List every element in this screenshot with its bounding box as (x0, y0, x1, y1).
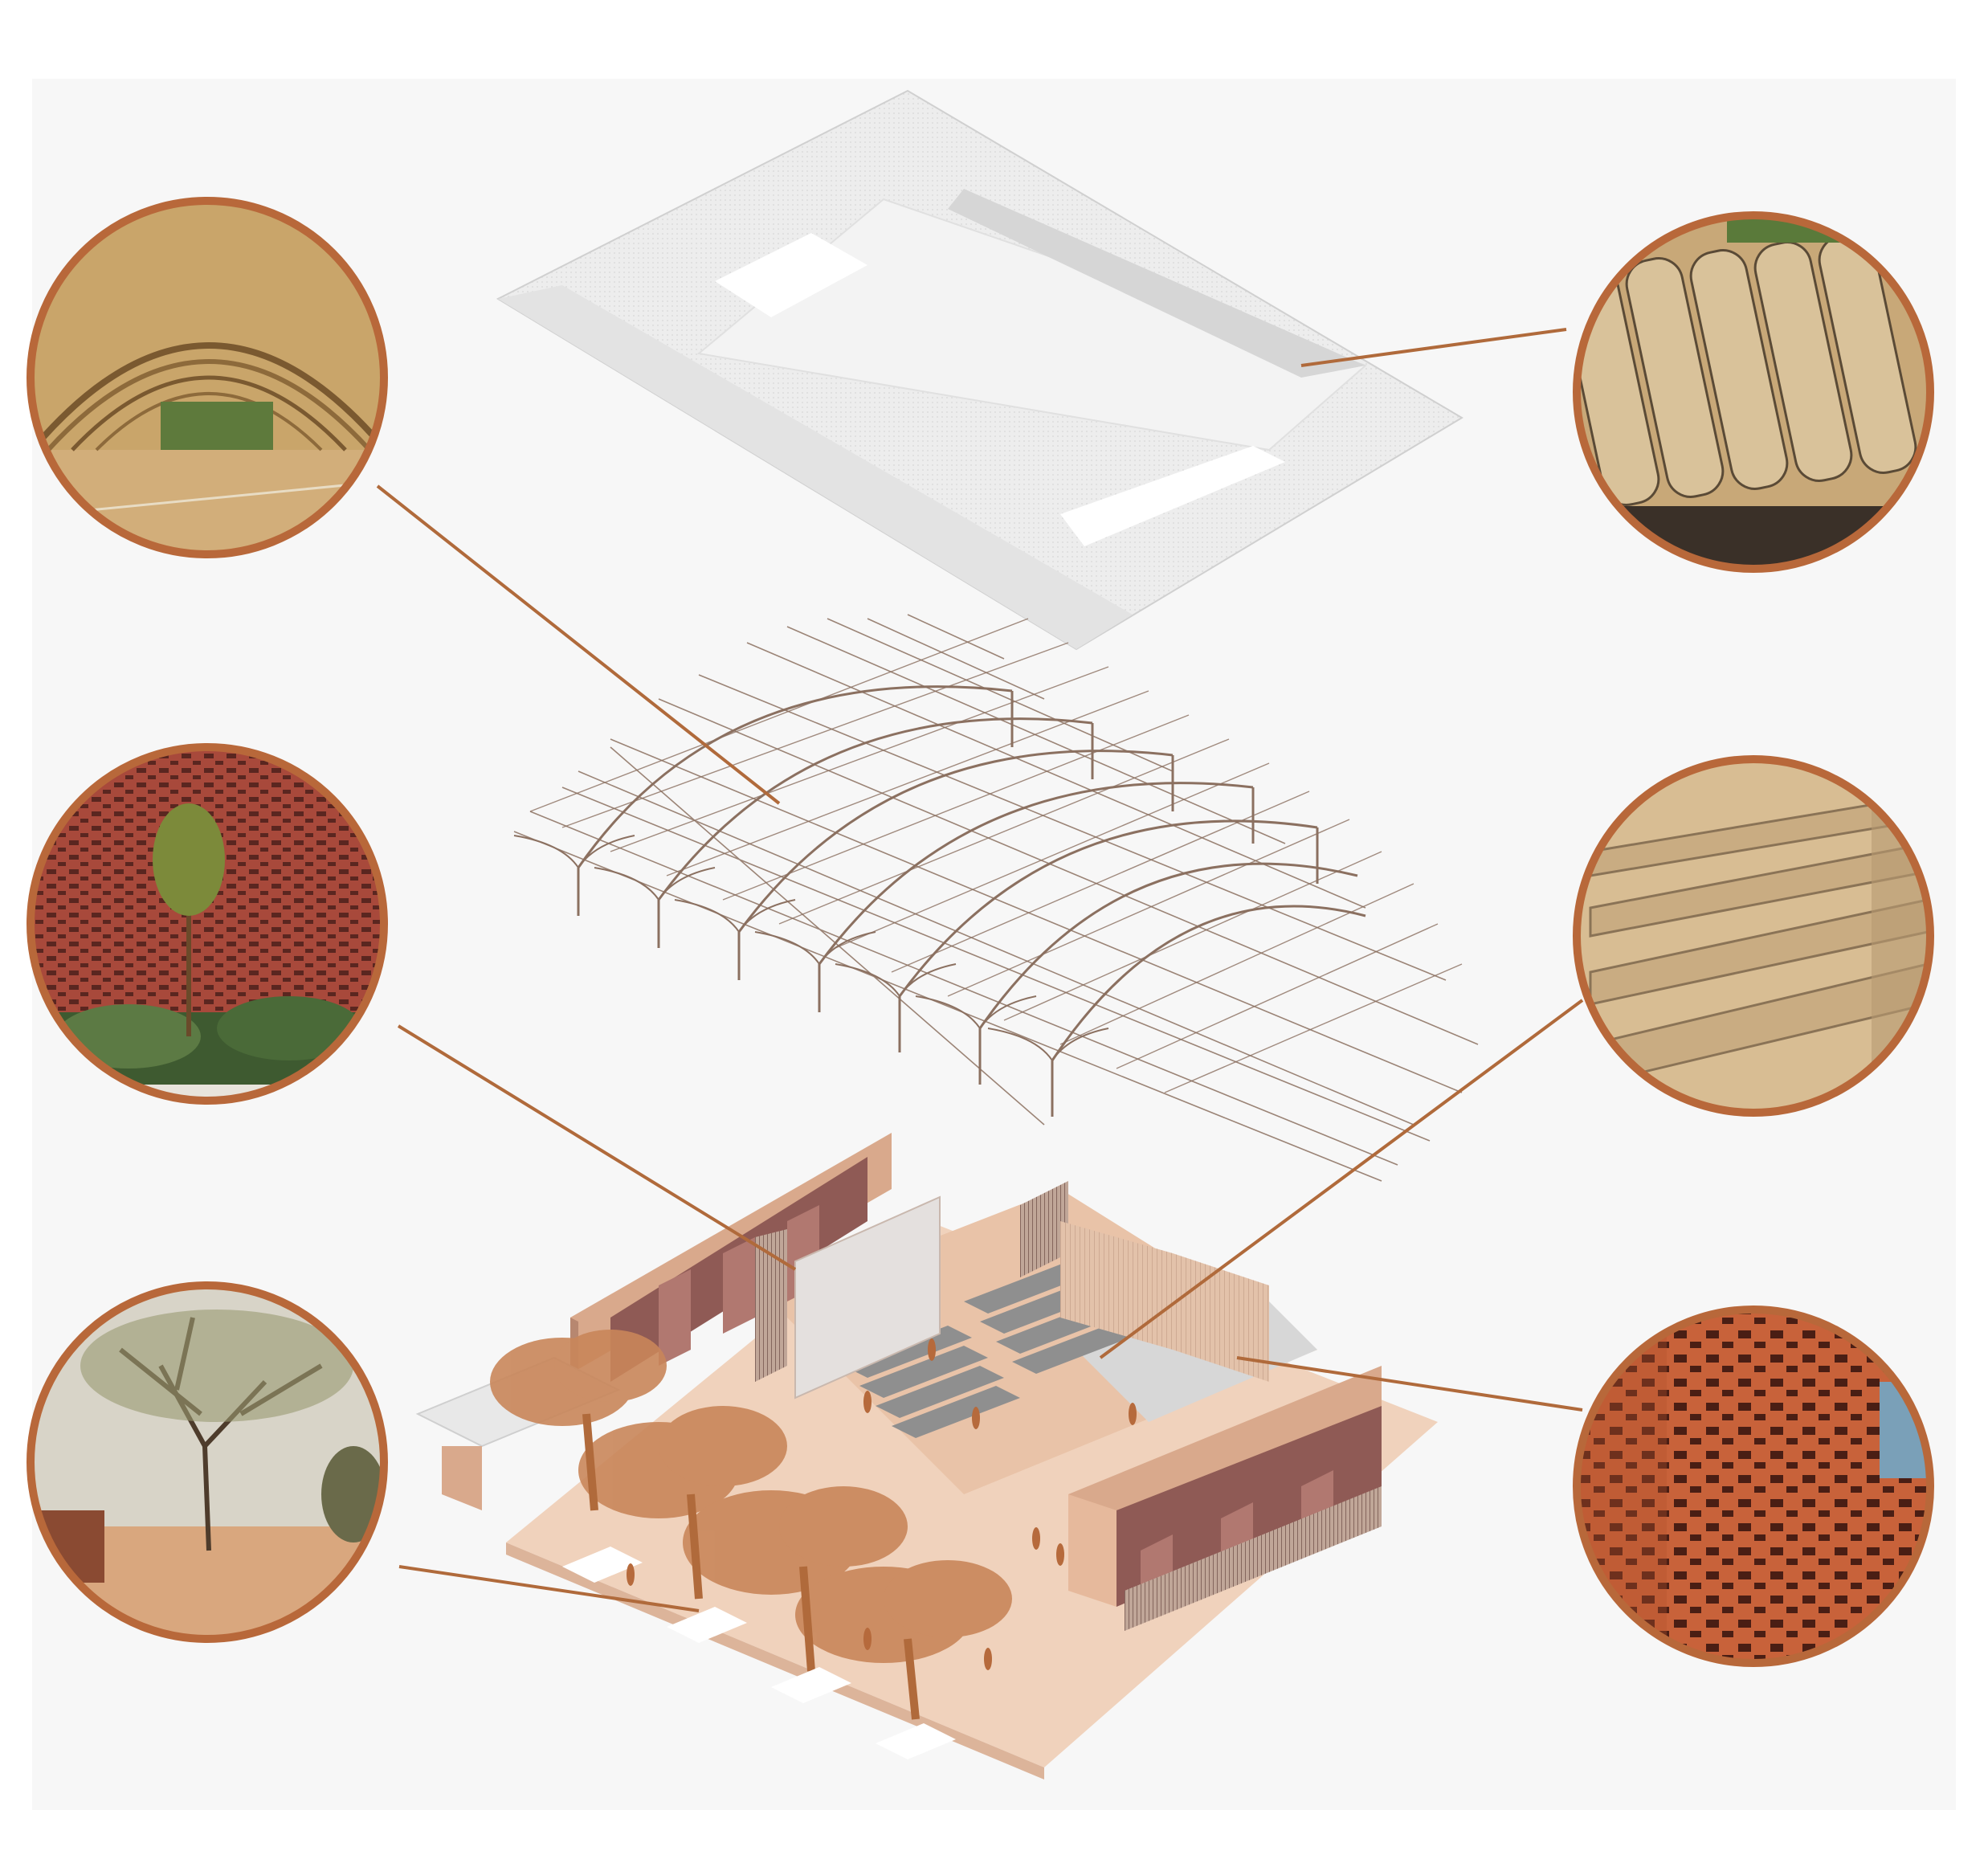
tree-pits (562, 1547, 956, 1759)
roof-skylight-bottom (1060, 446, 1285, 546)
leader-shade-trees (398, 1565, 700, 1612)
bamboo-arches (577, 685, 1366, 1061)
leader-brick-screen (1236, 1356, 1583, 1412)
roof-shadow (948, 189, 1365, 378)
roof-layer (496, 89, 1463, 651)
photo-concrete-bench-tiers (1573, 755, 1934, 1117)
classroom-block-north (570, 1133, 1269, 1399)
bamboo-brackets (513, 835, 1109, 1062)
roof-fold-left (498, 285, 1133, 649)
photo-laterite-brick-screen (1573, 1306, 1934, 1667)
bamboo-columns (577, 691, 1319, 1117)
people-figures (627, 1338, 1137, 1670)
building-base-layer (415, 1133, 1438, 1779)
photo-bamboo-roof-tiles (1573, 211, 1934, 573)
leader-bench-tiers (1099, 999, 1584, 1359)
leader-roof-tiles (1300, 328, 1567, 367)
purlin-grid (513, 614, 1479, 1182)
leader-lines (376, 328, 1584, 1612)
photo-brick-lattice-courtyard (27, 743, 388, 1105)
roof-skylight-top (715, 233, 867, 317)
classroom-block-east (1068, 1366, 1382, 1631)
photo-shade-trees (27, 1281, 388, 1643)
leader-bamboo-structure (376, 484, 781, 805)
cross-rafters (529, 618, 1463, 1093)
bamboo-structure-layer (513, 614, 1479, 1182)
photo-bamboo-vault-hall (27, 197, 388, 558)
tree-trunks (582, 1413, 920, 1720)
shade-trees-canopy (490, 1330, 1012, 1663)
leader-brick-lattice (397, 1024, 797, 1271)
